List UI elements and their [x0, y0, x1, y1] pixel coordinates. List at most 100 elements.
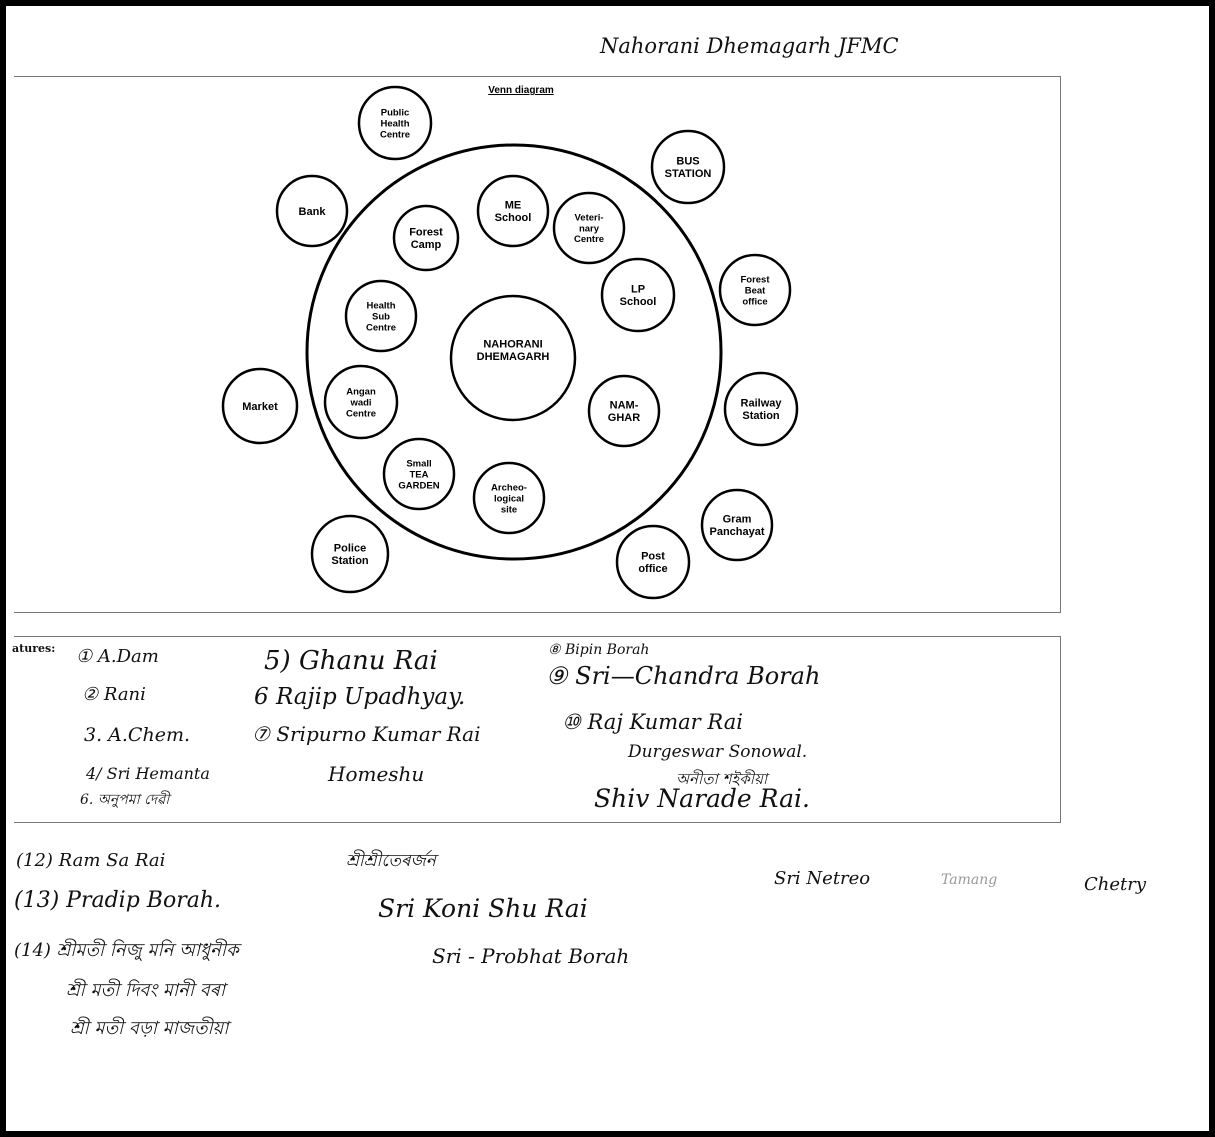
- bank-label: Bank: [299, 206, 327, 218]
- signature-line: Shiv Narade Rai.: [594, 784, 810, 813]
- signature-line: ⑧ Bipin Borah: [548, 642, 650, 658]
- veterinary-centre-circle: [552, 191, 626, 265]
- forest-beat-office-label: Beat: [745, 285, 766, 296]
- bank-node: Bank: [275, 174, 349, 248]
- health-sub-centre-label: Sub: [372, 311, 390, 322]
- small-tea-garden-circle: [382, 437, 456, 511]
- small-tea-garden-label: Small: [406, 458, 431, 469]
- signature-line: ⑨ Sri—Chandra Borah: [546, 662, 821, 690]
- me-school-circle: [476, 174, 550, 248]
- signature-line: ① A.Dam: [76, 646, 159, 667]
- public-health-centre-label: Health: [380, 118, 409, 129]
- me-school-label: School: [495, 212, 532, 224]
- note-line: শ্ৰী মতী বড়া মাজতীয়া: [70, 1018, 229, 1039]
- gram-panchayat-circle: [700, 488, 774, 562]
- signature-line: ⑩ Raj Kumar Rai: [562, 710, 743, 734]
- forest-camp-circle: [392, 204, 460, 272]
- me-school-label: ME: [505, 200, 522, 212]
- forest-beat-office-label: Forest: [740, 274, 770, 285]
- veterinary-centre-label: nary: [579, 223, 600, 234]
- health-sub-centre-circle: [344, 279, 418, 353]
- anganwadi-centre-label: Centre: [346, 408, 376, 419]
- gram-panchayat-label: Panchayat: [709, 526, 764, 538]
- railway-station-label: Station: [742, 410, 780, 422]
- forest-camp-label: Forest: [409, 227, 443, 239]
- note-line-faint: Tamang: [941, 872, 998, 888]
- archaeological-site-label: site: [501, 504, 517, 515]
- gram-panchayat-label: Gram: [723, 514, 752, 526]
- anganwadi-centre-label: wadi: [349, 397, 371, 408]
- note-line: Sri Koni Shu Rai: [378, 894, 588, 923]
- note-line: শ্ৰী মতী দিবং মানী বৰা: [66, 980, 226, 1001]
- namghar-label: GHAR: [608, 412, 640, 424]
- note-line: শ্ৰীশ্ৰীতেৰৰ্জন: [346, 851, 436, 871]
- veterinary-centre-label: Veteri-: [574, 212, 603, 223]
- archaeological-site-label: logical: [494, 493, 524, 504]
- health-sub-centre-label: Centre: [366, 322, 396, 333]
- public-health-centre-label: Public: [381, 107, 410, 118]
- public-health-centre-circle: [357, 85, 433, 161]
- lp-school-label: LP: [631, 284, 645, 296]
- anganwadi-centre-circle: [323, 364, 399, 440]
- outer-ring-circle: [305, 143, 723, 561]
- forest-beat-office-circle: [718, 253, 792, 327]
- signature-line: অনীতা শইকীয়া: [676, 770, 768, 788]
- archaeological-site-label: Archeo-: [491, 482, 527, 493]
- namghar-node: NAM-GHAR: [587, 374, 661, 448]
- veterinary-centre-label: Centre: [574, 234, 604, 245]
- small-tea-garden-label: TEA: [410, 469, 429, 480]
- signatures-label: atures:: [12, 642, 56, 655]
- namghar-circle: [587, 374, 661, 448]
- railway-station-circle: [723, 371, 799, 447]
- post-office-circle: [615, 524, 691, 600]
- bank-circle: [275, 174, 349, 248]
- railway-station-label: Railway: [741, 398, 783, 410]
- bus-station-circle: [650, 129, 726, 205]
- center-node-label: DHEMAGARH: [477, 351, 550, 363]
- post-office-label: office: [638, 563, 667, 575]
- document-title: Nahorani Dhemagarh JFMC: [600, 34, 899, 58]
- signature-line: Durgeswar Sonowal.: [628, 742, 808, 762]
- signature-line: Homeshu: [328, 762, 425, 786]
- note-line: (13) Pradip Borah.: [14, 888, 221, 913]
- forest-camp-label: Camp: [411, 239, 442, 251]
- signatures-frame: [14, 636, 1061, 823]
- signature-line: 4/ Sri Hemanta: [86, 764, 210, 783]
- post-office-label: Post: [641, 551, 665, 563]
- police-station-circle: [310, 514, 390, 594]
- public-health-centre-label: Centre: [380, 129, 410, 140]
- small-tea-garden-label: GARDEN: [398, 480, 439, 491]
- market-label: Market: [242, 401, 278, 413]
- police-station-label: Station: [331, 555, 369, 567]
- forest-beat-office-label: office: [742, 296, 767, 307]
- namghar-label: NAM-: [610, 400, 639, 412]
- note-line: (14) শ্ৰীমতী নিজু মনি আধুনীক: [14, 940, 239, 961]
- venn-caption: Venn diagram: [488, 85, 554, 96]
- signature-line: 6. অনুপমা দেৱী: [80, 792, 170, 808]
- signature-line: 6 Rajip Upadhyay.: [254, 684, 466, 710]
- center-node-label: NAHORANI: [483, 339, 542, 351]
- note-line: (12) Ram Sa Rai: [16, 850, 166, 871]
- health-sub-centre-label: Health: [366, 300, 395, 311]
- police-station-label: Police: [334, 543, 366, 555]
- note-line: Sri - Probhat Borah: [432, 944, 630, 968]
- venn-diagram-frame: [14, 76, 1061, 613]
- signature-line: 5) Ghanu Rai: [264, 646, 438, 676]
- bus-station-label: STATION: [665, 168, 712, 180]
- market-circle: [221, 367, 299, 445]
